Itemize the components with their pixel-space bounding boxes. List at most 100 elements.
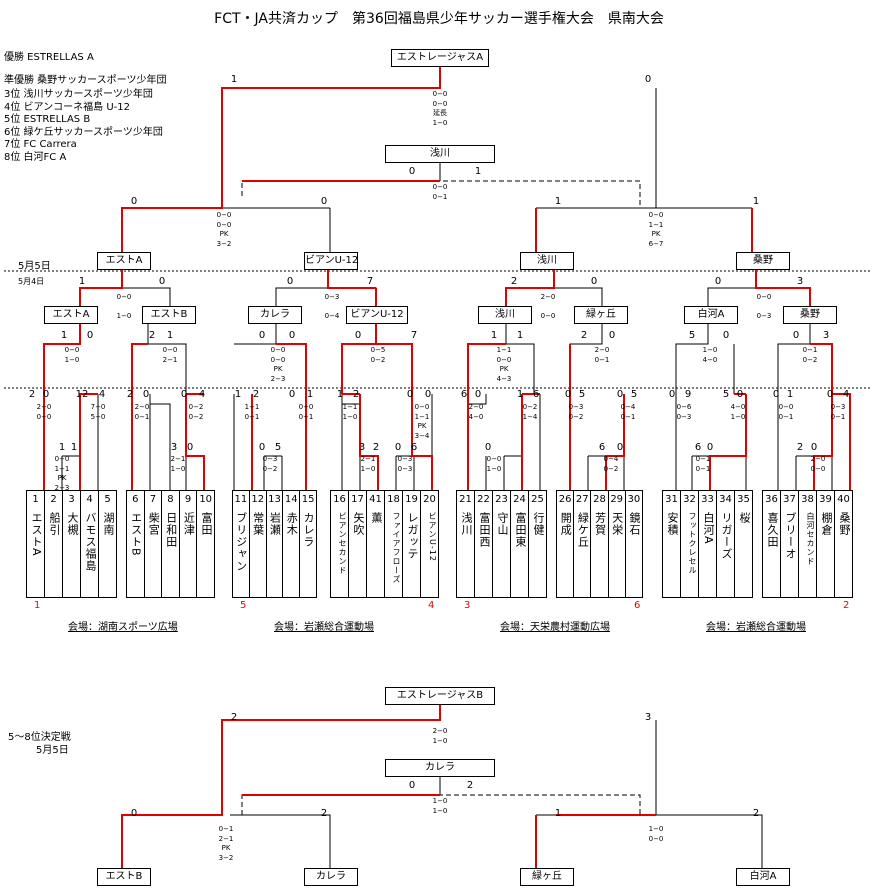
qf-box-3: カレラ [248,306,302,324]
match-detail-p7: 0−4 0−2 [603,455,619,473]
score: 0 [258,330,266,341]
team-number: 21 [459,494,472,505]
score: 0 [736,389,744,400]
team-slot: 35 桜 [734,490,753,598]
team-name: ファイアフローズ [392,512,401,584]
match-detail-r2-6: 2−0 0−1 [594,346,610,364]
match-detail-p3: 0−3 0−2 [262,455,278,473]
score: 0 [474,389,482,400]
team-name: 矢吹 [352,512,365,536]
qf-box-8: 桑野 [783,306,837,324]
score: 0 [772,389,780,400]
placement-title: 5～8位決定戦 [8,732,71,743]
standing-2: 準優勝 桑野サッカースポーツ少年団 [4,74,167,86]
team-name: 緑ケ丘 [576,512,590,548]
score: 2 [28,389,36,400]
match-detail-qf34: 0−3 0−4 [324,293,340,320]
score: 1 [516,330,524,341]
score: 2 [796,442,804,453]
match-detail-r1-11: 0−3 0−2 [568,403,584,421]
team-number: 28 [593,494,606,505]
score: 0 [142,389,150,400]
team-number: 8 [167,494,174,505]
score: 1 [516,389,524,400]
sf-box-3: 浅川 [520,252,574,270]
score: 0 [616,389,624,400]
score: 0 [564,389,572,400]
score: 2 [752,808,760,819]
team-name: 大槻 [66,512,79,536]
team-number: 39 [819,494,832,505]
match-detail-r1-12: 0−4 0−1 [620,403,636,421]
team-name: ブリジャン [234,512,248,572]
team-name: 湖南 [102,512,115,536]
team-name: リガーズ [720,512,733,560]
score: 5 [630,389,638,400]
team-number: 20 [423,494,436,505]
score: 2 [510,276,518,287]
score: 0 [186,442,194,453]
team-number: 35 [737,494,750,505]
placement-date: 5月5日 [36,745,69,756]
score: 6 [598,442,606,453]
team-number: 26 [558,494,572,505]
match-detail-r1-2: 7−0 5−0 [90,403,106,421]
qf-box-7: 白河A [684,306,738,324]
score: 6 [410,442,418,453]
team-number: 11 [234,494,248,505]
standing-8: 8位 白河FC A [4,151,67,163]
team-name: 富田東 [514,512,527,548]
score: 9 [684,389,692,400]
score: 1 [474,166,482,177]
score: 1 [78,276,86,287]
team-number: 25 [531,494,544,505]
score: 4 [98,389,106,400]
score: 1 [306,389,314,400]
team-number: 15 [301,494,315,505]
match-detail-p1: 0−0 1−1 PK 2−3 [54,455,70,492]
team-name: 白河A [702,512,715,545]
score: 2 [148,330,156,341]
team-name: バモス福島 [84,512,97,572]
team-name: 芳賀 [593,512,607,536]
team-number: 3 [68,494,75,505]
placement-box-2: カレラ [304,868,358,886]
team-name: ブリーオ [784,512,797,560]
match-detail-r1-10: 0−2 1−4 [522,403,538,421]
team-number: 18 [387,494,400,505]
team-number: 12 [251,494,265,505]
standing-7: 7位 FC Carrera [4,139,77,150]
team-name: 桜 [738,512,751,524]
score: 1 [234,389,242,400]
sf-box-4: 桑野 [736,252,790,270]
standing-5: 5位 ESTRELLAS B [4,114,91,125]
score: 1 [70,442,78,453]
match-detail-r1-6: 0−0 0−1 [298,403,314,421]
score: 2 [466,780,474,791]
score: 3 [358,442,366,453]
score: 0 [130,808,138,819]
team-slot: 3 大槻 [62,490,81,598]
score: 2 [126,389,134,400]
match-detail-sf1: 0−0 0−0 PK 3−2 [216,211,232,248]
match-detail-p5: 0−3 0−3 [397,455,413,473]
seed-label: 1 [34,600,41,611]
score: 2 [320,808,328,819]
match-detail-r1-15: 0−0 0−1 [778,403,794,421]
